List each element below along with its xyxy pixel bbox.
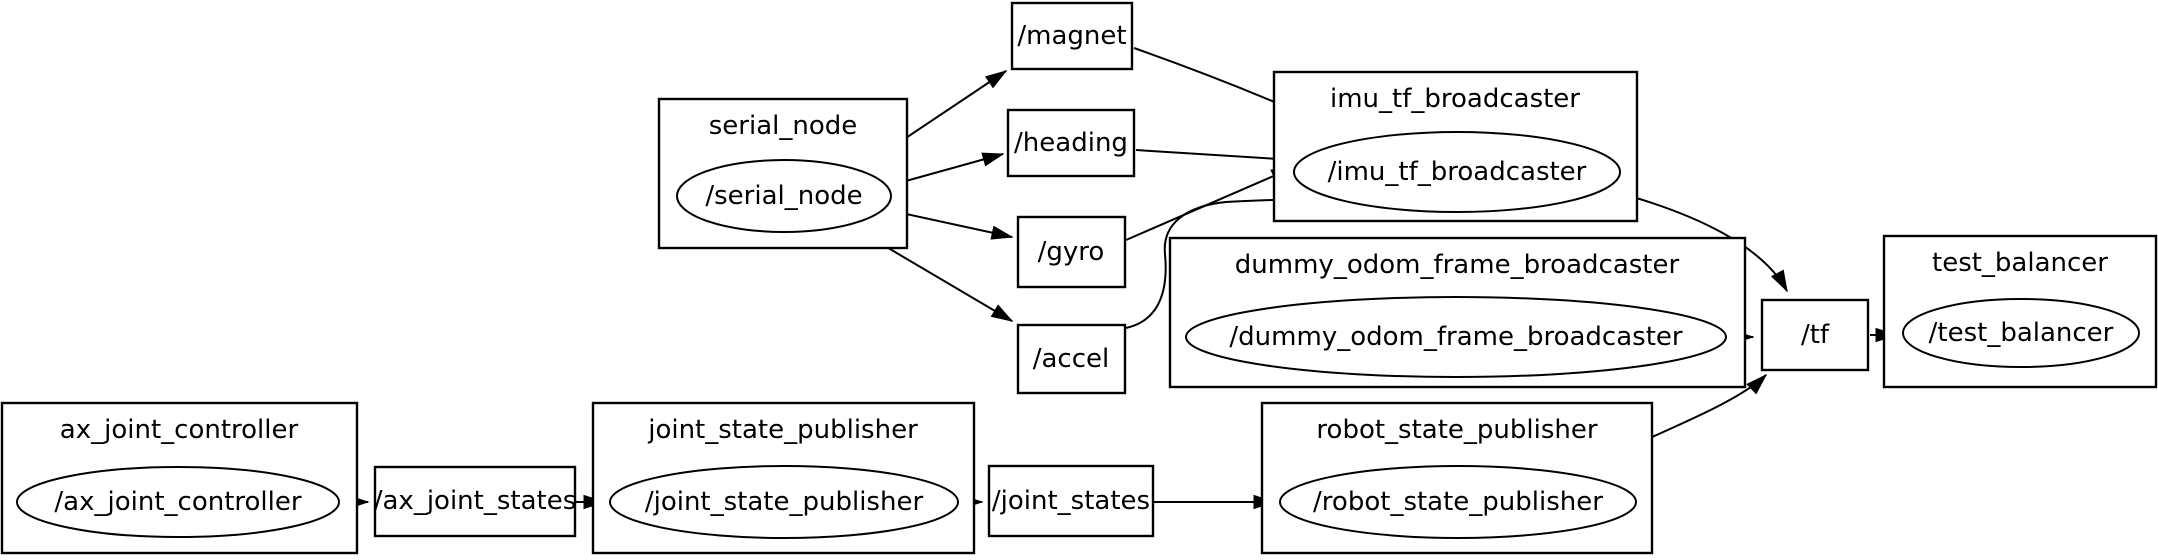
topic-gyro-box [1016,215,1127,289]
cluster-imu-tf-broadcaster-title: imu_tf_broadcaster [1330,84,1580,114]
node-joint-state-publisher-label: /joint_state_publisher [645,487,924,517]
node-dummy-odom-frame-broadcaster-label: /dummy_odom_frame_broadcaster [1229,322,1682,352]
cluster-robot-state-publisher-title: robot_state_publisher [1316,415,1597,445]
topic-accel-box [1016,323,1127,395]
node-serial-node-ellipse [676,159,892,233]
topic-joint-states-box [987,464,1155,538]
cluster-test-balancer: test_balancer /test_balancer [1882,234,2158,389]
cluster-test-balancer-title: test_balancer [1932,248,2108,278]
topic-accel-label: /accel [1033,344,1110,374]
cluster-serial-node-title: serial_node [709,111,858,141]
node-ax-joint-controller-ellipse [16,466,340,538]
topic-joint-states-label: /joint_states [992,486,1150,516]
node-imu-tf-broadcaster-label: /imu_tf_broadcaster [1328,157,1587,187]
node-robot-state-publisher-label: /robot_state_publisher [1313,487,1603,517]
topic-tf-box [1760,298,1870,372]
topic-accel: /accel [1016,323,1127,395]
cluster-ax-joint-controller: ax_joint_controller /ax_joint_controller [0,401,359,555]
topic-heading-box [1006,108,1136,178]
topic-heading: /heading [1006,108,1136,178]
node-dummy-odom-frame-broadcaster-ellipse [1185,296,1727,378]
cluster-imu-tf-broadcaster: imu_tf_broadcaster /imu_tf_broadcaster [1272,70,1639,223]
topic-magnet-box [1010,1,1134,71]
cluster-robot-state-publisher: robot_state_publisher /robot_state_publi… [1260,401,1654,555]
topic-magnet-label: /magnet [1017,21,1126,51]
edge-heading-to-imu-tf-broadcaster [1135,149,1296,166]
node-test-balancer-label: /test_balancer [1929,318,2114,348]
topic-gyro: /gyro [1016,215,1127,289]
topic-heading-label: /heading [1014,128,1128,158]
edge-imu-tf-broadcaster-to-tf [1607,189,1788,293]
cluster-joint-state-publisher-title: joint_state_publisher [647,415,918,445]
node-joint-state-publisher-ellipse [609,465,959,539]
cluster-dummy-odom-frame-broadcaster-title: dummy_odom_frame_broadcaster [1235,250,1680,280]
topic-ax-joint-states-box [373,465,577,538]
topic-magnet: /magnet [1010,1,1134,71]
cluster-joint-state-publisher: joint_state_publisher /joint_state_publi… [591,401,976,555]
node-serial-node-label: /serial_node [705,181,862,211]
cluster-serial-node: serial_node /serial_node [657,97,909,250]
edge-serial-node-to-gyro [887,209,1014,240]
topic-joint-states: /joint_states [987,464,1155,538]
topic-ax-joint-states: /ax_joint_states [373,465,577,538]
node-test-balancer-ellipse [1902,298,2140,368]
topic-gyro-label: /gyro [1038,237,1105,267]
node-robot-state-publisher-ellipse [1279,465,1637,539]
topic-ax-joint-states-label: /ax_joint_states [374,486,577,516]
node-ax-joint-controller-label: /ax_joint_controller [54,487,301,517]
node-imu-tf-broadcaster-ellipse [1293,131,1621,213]
topic-tf: /tf [1760,298,1870,372]
cluster-dummy-odom-frame-broadcaster: dummy_odom_frame_broadcaster /dummy_odom… [1168,236,1747,389]
topic-tf-label: /tf [1801,320,1830,350]
cluster-ax-joint-controller-title: ax_joint_controller [60,415,299,445]
